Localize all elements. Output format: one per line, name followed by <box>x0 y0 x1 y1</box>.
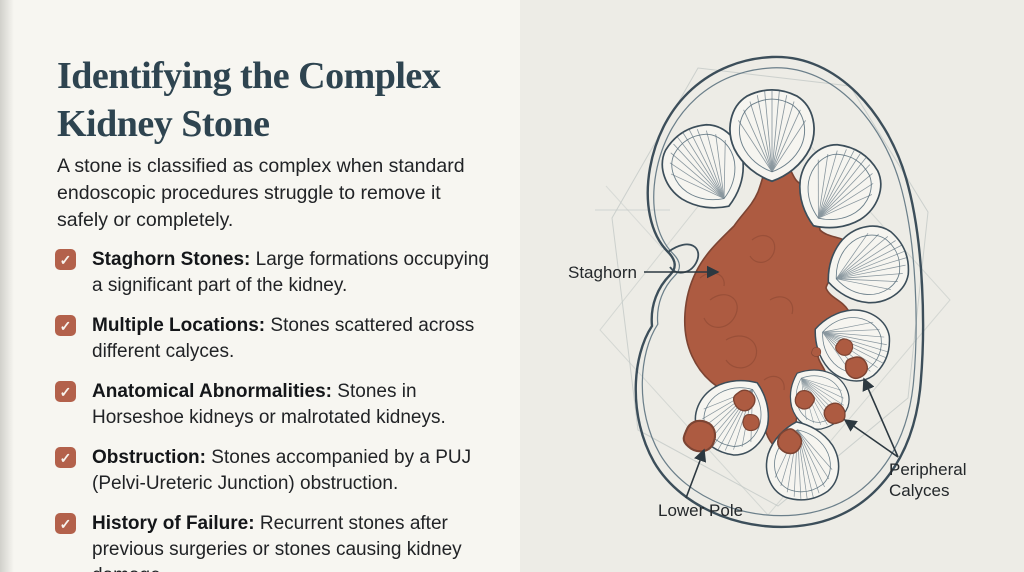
peripheral-calyces-arrow-lower <box>843 419 899 458</box>
bullet-text: Recurrent stones after previous surgerie… <box>92 513 462 572</box>
check-icon: ✓ <box>55 513 76 534</box>
title-line-2: Kidney Stone <box>57 103 270 145</box>
list-item-multiple-locations: ✓ Multiple Locations: Stones scattered a… <box>55 313 495 365</box>
bullet-label: Staghorn Stones: <box>92 249 251 270</box>
text-panel: Identifying the Complex Kidney Stone A s… <box>0 0 507 572</box>
lower-pole-annotation: Lower Pole <box>658 448 743 520</box>
title-line-1: Identifying the Complex <box>57 55 441 97</box>
bullet-text: Stones in Horseshoe kidneys or malrotate… <box>92 381 446 428</box>
check-icon: ✓ <box>55 381 76 402</box>
bullet-label: Anatomical Abnormalities: <box>92 381 333 402</box>
peripheral-calyces-label-line1: Peripheral <box>889 460 967 479</box>
staghorn-label: Staghorn <box>568 263 637 282</box>
left-edge-shading <box>0 0 14 572</box>
kidney-outline <box>634 55 925 529</box>
criteria-list: ✓ Staghorn Stones: Large formations occu… <box>55 247 495 572</box>
peripheral-calyces-label-line2: Calyces <box>889 481 949 500</box>
page-title: Identifying the Complex Kidney Stone <box>57 52 507 148</box>
check-icon: ✓ <box>55 447 76 468</box>
list-item-obstruction: ✓ Obstruction: Stones accompanied by a P… <box>55 445 495 497</box>
lower-pole-label: Lower Pole <box>658 501 743 520</box>
kidney-inner-contour <box>641 67 917 517</box>
check-icon: ✓ <box>55 315 76 336</box>
bullet-text: Large formations occupying a significant… <box>92 249 490 296</box>
illustration-panel: Staghorn Lower Pole Peripheral Calyces <box>520 0 1024 572</box>
list-item-staghorn-stones: ✓ Staghorn Stones: Large formations occu… <box>55 247 495 299</box>
check-icon: ✓ <box>55 249 76 270</box>
bullet-text: Stones accompanied by a PUJ (Pelvi-Urete… <box>92 447 472 494</box>
intro-paragraph: A stone is classified as complex when st… <box>57 155 465 231</box>
staghorn-annotation: Staghorn <box>568 263 720 282</box>
kidney-cross-section-illustration: Staghorn Lower Pole Peripheral Calyces <box>568 55 967 529</box>
bullet-label: Multiple Locations: <box>92 315 266 336</box>
bullet-text: Stones scattered across different calyce… <box>92 315 475 362</box>
list-item-anatomical-abnormalities: ✓ Anatomical Abnormalities: Stones in Ho… <box>55 379 495 431</box>
bullet-label: Obstruction: <box>92 447 206 468</box>
lower-pole-arrow <box>685 448 707 499</box>
bullet-label: History of Failure: <box>92 513 255 534</box>
peripheral-calyces-annotation: Peripheral Calyces <box>843 377 967 500</box>
list-item-history-of-failure: ✓ History of Failure: Recurrent stones a… <box>55 511 495 572</box>
peripheral-calyces-arrow-upper <box>862 377 899 458</box>
